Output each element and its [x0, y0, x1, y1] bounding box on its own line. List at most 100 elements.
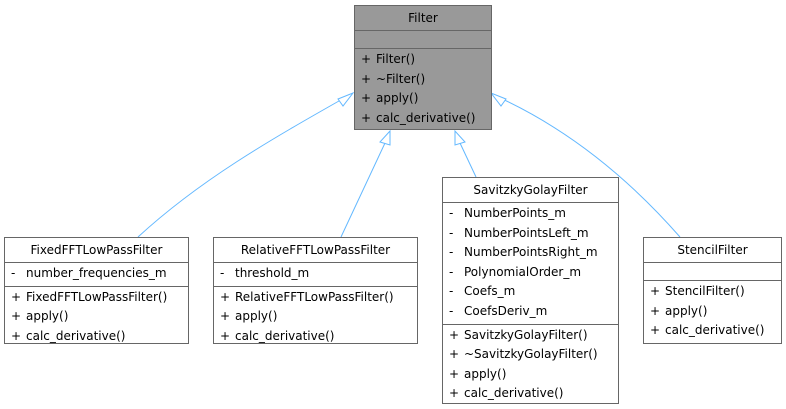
class-filter[interactable]: Filter+Filter()+~Filter()+apply()+calc_d… [354, 5, 492, 130]
method-name: calc_derivative() [665, 323, 765, 338]
attribute-row: -NumberPointsLeft_m [443, 224, 618, 244]
class-stencil-filter[interactable]: StencilFilter + StencilFilter() + apply() + ca… [643, 237, 782, 344]
method-compartment: + FixedFFTLowPassFilter() + apply() + calc_de… [5, 287, 188, 349]
visibility-marker: + [11, 328, 22, 343]
inheritance-arrowhead [337, 91, 355, 107]
visibility-marker: + [650, 284, 661, 298]
visibility-marker: + [11, 289, 22, 304]
edge-fixed-to-filter [137, 96, 347, 238]
attribute-row: -NumberPoints_m [443, 204, 618, 224]
visibility-marker: - [449, 284, 454, 299]
method-name: apply() [26, 309, 69, 324]
visibility-marker: - [11, 266, 16, 280]
method-row: + ~SavitzkyGolayFilter() [443, 345, 618, 365]
method-row: + apply() [644, 302, 781, 322]
class-relative-fft-low-pass-filter[interactable]: RelativeFFTLowPassFilter-threshold_m+Rel… [213, 237, 418, 344]
visibility-marker: + [361, 110, 372, 125]
inheritance-arrowhead [454, 129, 466, 146]
attribute-row: -PolynomialOrder_m [443, 263, 618, 283]
visibility-marker: + [361, 71, 372, 86]
method-row: + apply() [5, 307, 188, 327]
method-row: + apply() [214, 307, 417, 327]
attribute-row: -Coefs_m [443, 282, 618, 302]
visibility-marker: - [449, 264, 454, 279]
method-row: + ~Filter() [355, 70, 491, 90]
class-name: Filter [355, 6, 491, 31]
attribute-compartment: -NumberPoints_m-NumberPointsLeft_m-Numbe… [443, 203, 618, 325]
attribute-compartment: -number_frequencies_m [5, 263, 188, 287]
method-row: + calc_derivative() [5, 327, 188, 347]
class-name: SavitzkyGolayFilter [443, 178, 618, 203]
method-row: + SavitzkyGolayFilter() [443, 326, 618, 346]
method-name: FixedFFTLowPassFilter() [26, 289, 168, 304]
visibility-marker: + [361, 91, 372, 106]
visibility-marker: + [449, 386, 460, 401]
attribute-name: PolynomialOrder_m [464, 264, 582, 279]
method-name: apply() [235, 309, 278, 324]
class-name: FixedFFTLowPassFilter [5, 238, 188, 263]
method-name: Filter() [376, 52, 416, 66]
method-compartment: + RelativeFFTLowPassFilter() + apply() + calc… [214, 287, 417, 349]
visibility-marker: - [449, 225, 454, 240]
inheritance-arrowhead [379, 129, 391, 146]
method-row: + FixedFFTLowPassFilter() [5, 288, 188, 308]
attribute-row: -number_frequencies_m [5, 264, 188, 284]
class-name: RelativeFFTLowPassFilter [214, 238, 417, 263]
method-row: + StencilFilter() [644, 282, 781, 302]
method-name: ~Filter() [376, 71, 426, 86]
method-row: + apply() [443, 365, 618, 385]
attribute-row: -CoefsDeriv_m [443, 302, 618, 322]
method-name: RelativeFFTLowPassFilter() [235, 289, 394, 304]
method-row: + calc_derivative() [355, 109, 491, 129]
visibility-marker: - [449, 206, 454, 220]
method-name: calc_derivative() [376, 110, 476, 125]
visibility-marker: + [361, 52, 372, 66]
visibility-marker: + [650, 303, 661, 318]
attribute-compartment [355, 31, 491, 49]
visibility-marker: + [449, 366, 460, 381]
attribute-row: -NumberPointsRight_m [443, 243, 618, 263]
attribute-row: -threshold_m [214, 264, 417, 284]
method-compartment: + SavitzkyGolayFilter() + ~SavitzkyGolayFil… [443, 325, 618, 406]
class-fixed-fft-low-pass-filter[interactable]: FixedFFTLowPassFilter-number_frequencies… [4, 237, 189, 344]
method-name: ~SavitzkyGolayFilter() [464, 347, 598, 362]
inheritance-arrowhead [489, 91, 507, 107]
visibility-marker: - [449, 303, 454, 318]
method-name: calc_derivative() [26, 328, 126, 343]
method-row: + calc_derivative() [443, 384, 618, 404]
attribute-name: Coefs_m [464, 284, 516, 299]
visibility-marker: + [650, 323, 661, 338]
method-name: SavitzkyGolayFilter() [464, 327, 588, 342]
edge-savitzky-to-filter [459, 142, 477, 178]
attribute-name: NumberPoints_m [464, 206, 566, 220]
attribute-name: number_frequencies_m [26, 266, 167, 280]
attribute-name: NumberPointsLeft_m [464, 225, 589, 240]
method-name: apply() [665, 303, 708, 318]
visibility-marker: + [220, 309, 231, 324]
method-compartment: +Filter()+~Filter()+apply()+calc_derivat… [355, 49, 491, 130]
method-name: calc_derivative() [235, 328, 335, 343]
class-savitzky-golay-filter[interactable]: SavitzkyGolayFilter-NumberPoints_m-Numbe… [442, 177, 619, 404]
method-row: + calc_derivative() [214, 327, 417, 347]
visibility-marker: + [449, 347, 460, 362]
method-name: apply() [464, 366, 507, 381]
attribute-compartment: -threshold_m [214, 263, 417, 287]
method-row: + Filter() [355, 50, 491, 70]
attribute-name: CoefsDeriv_m [464, 303, 548, 318]
attribute-name: NumberPointsRight_m [464, 245, 598, 260]
visibility-marker: + [11, 309, 22, 324]
method-name: StencilFilter() [665, 284, 745, 298]
visibility-marker: - [449, 245, 454, 260]
visibility-marker: + [220, 328, 231, 343]
method-name: calc_derivative() [464, 386, 564, 401]
attribute-name: threshold_m [235, 266, 310, 280]
attribute-compartment [644, 263, 781, 281]
method-row: +apply() [355, 89, 491, 109]
visibility-marker: - [220, 266, 225, 280]
method-compartment: + StencilFilter() + apply() + calc_derivative… [644, 281, 781, 343]
visibility-marker: + [449, 327, 460, 342]
visibility-marker: + [220, 289, 231, 304]
class-name: StencilFilter [644, 238, 781, 263]
edge-relative-to-filter [340, 142, 386, 238]
